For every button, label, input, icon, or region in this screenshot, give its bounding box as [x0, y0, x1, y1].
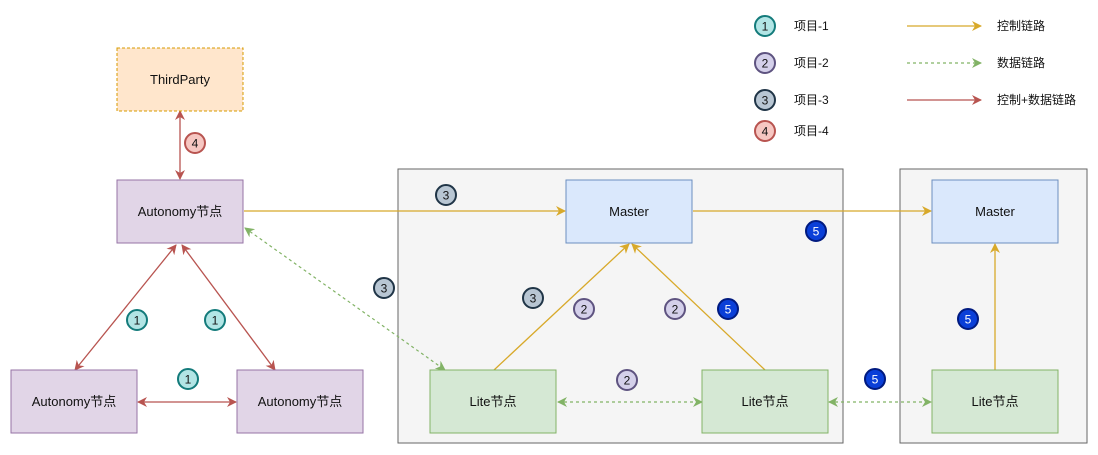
badge-number: 2 [624, 374, 631, 388]
node-thirdparty[interactable]: ThirdParty [116, 47, 244, 112]
badge-number: 2 [581, 303, 588, 317]
legend-link-control: 控制链路 [907, 18, 1045, 33]
badge-number: 1 [212, 314, 219, 328]
node-label: Lite节点 [972, 394, 1019, 409]
badge-circle [184, 132, 206, 154]
node-autonomy-left[interactable]: Autonomy节点 [10, 369, 138, 434]
badge-number: 5 [965, 313, 972, 327]
legend: 1 项目-1 2 项目-2 3 项目-3 4 项目-4 控制链路 数据链路 控制+数据链… [754, 15, 1076, 142]
badge-1: 1 [177, 368, 199, 390]
legend-item-label: 项目-1 [794, 19, 829, 33]
badge-circle [616, 369, 638, 391]
badge-1: 1 [204, 309, 226, 331]
badge-5: 5 [957, 308, 979, 330]
legend-item-label: 项目-4 [794, 124, 829, 138]
edge-autonomy-top-left [74, 244, 177, 371]
node-master-1[interactable]: Master [565, 179, 693, 244]
node-label: Master [609, 204, 649, 219]
badge-5: 5 [805, 220, 827, 242]
legend-item: 2 项目-2 [754, 52, 829, 74]
legend-item-label: 项目-2 [794, 56, 829, 70]
badge-2: 2 [664, 298, 686, 320]
node-label: Autonomy节点 [32, 394, 117, 409]
node-label: Lite节点 [470, 394, 517, 409]
node-lite-1a[interactable]: Lite节点 [429, 369, 557, 434]
badge-circle [805, 220, 827, 242]
badge-circle [717, 298, 739, 320]
legend-link-both: 控制+数据链路 [907, 92, 1076, 107]
badge-circle [177, 368, 199, 390]
badge-number: 3 [381, 282, 388, 296]
badge-circle [754, 89, 776, 111]
badge-number: 5 [725, 303, 732, 317]
legend-item: 3 项目-3 [754, 89, 829, 111]
badge-circle [573, 298, 595, 320]
badge-circle [664, 298, 686, 320]
badge-4: 4 [184, 132, 206, 154]
node-label: Autonomy节点 [258, 394, 343, 409]
node-master-2[interactable]: Master [931, 179, 1059, 244]
edge-lite1b-master1 [631, 243, 766, 371]
badge-number: 2 [672, 303, 679, 317]
badge-1: 1 [126, 309, 148, 331]
badge-number: 5 [813, 225, 820, 239]
badge-number: 1 [134, 314, 141, 328]
badge-circle [864, 368, 886, 390]
badge-5: 5 [717, 298, 739, 320]
badge-number: 3 [530, 292, 537, 306]
node-label: Master [975, 204, 1015, 219]
badge-number: 4 [762, 125, 769, 139]
edge-autonomy-top-right [181, 244, 276, 371]
badge-2: 2 [616, 369, 638, 391]
node-autonomy-top[interactable]: Autonomy节点 [116, 179, 244, 244]
badge-circle [754, 120, 776, 142]
legend-item-label: 项目-3 [794, 93, 829, 107]
badge-circle [204, 309, 226, 331]
node-autonomy-right[interactable]: Autonomy节点 [236, 369, 364, 434]
node-lite-1b[interactable]: Lite节点 [701, 369, 829, 434]
badge-3: 3 [373, 277, 395, 299]
badge-circle [957, 308, 979, 330]
legend-item: 4 项目-4 [754, 120, 829, 142]
badge-5: 5 [864, 368, 886, 390]
badge-number: 3 [762, 94, 769, 108]
edges [74, 110, 1000, 407]
badge-circle [435, 184, 457, 206]
legend-link-label: 数据链路 [997, 55, 1045, 70]
edge-autonomy-lite1a [244, 227, 446, 371]
badge-number: 1 [762, 20, 769, 34]
node-label: ThirdParty [150, 72, 210, 87]
badge-number: 4 [192, 137, 199, 151]
badge-3: 3 [435, 184, 457, 206]
node-lite-2[interactable]: Lite节点 [931, 369, 1059, 434]
node-label: Lite节点 [742, 394, 789, 409]
badges: 4 1 1 1 3 3 3 2 2 2 5 5 5 5 [126, 132, 979, 391]
badge-circle [373, 277, 395, 299]
badge-number: 2 [762, 57, 769, 71]
legend-link-label: 控制+数据链路 [997, 92, 1076, 107]
legend-link-data: 数据链路 [907, 55, 1045, 70]
legend-item: 1 项目-1 [754, 15, 829, 37]
badge-circle [754, 15, 776, 37]
badge-number: 3 [443, 189, 450, 203]
edge-lite1a-master1 [493, 243, 630, 371]
badge-circle [754, 52, 776, 74]
badge-number: 5 [872, 373, 879, 387]
badge-circle [522, 287, 544, 309]
badge-3: 3 [522, 287, 544, 309]
legend-link-label: 控制链路 [997, 18, 1045, 33]
badge-number: 1 [185, 373, 192, 387]
badge-2: 2 [573, 298, 595, 320]
node-label: Autonomy节点 [138, 204, 223, 219]
badge-circle [126, 309, 148, 331]
